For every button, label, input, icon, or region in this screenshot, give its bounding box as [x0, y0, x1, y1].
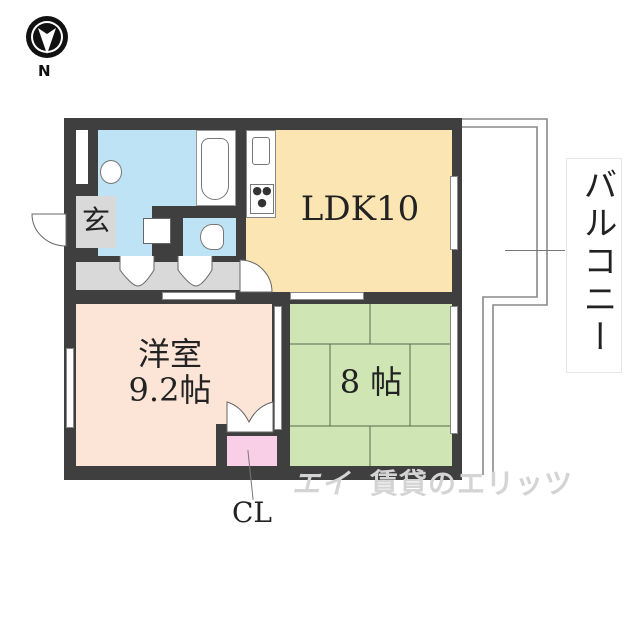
sliding-door-ldk-tatami[interactable]: [290, 292, 364, 300]
balcony-leader-line: [505, 250, 565, 251]
entrance-door[interactable]: [30, 212, 70, 248]
ldk-door[interactable]: [238, 258, 274, 294]
bathtub-icon: [201, 138, 229, 200]
tatami-label: 8 帖: [339, 363, 403, 401]
washing-machine-spot: [143, 218, 171, 244]
window-western-west[interactable]: [66, 348, 74, 428]
watermark: 賃貸のエリッツ: [370, 467, 574, 500]
western-label-line2: 9.2帖: [128, 371, 212, 409]
window-tatami-east[interactable]: [450, 306, 458, 434]
entrance-label: 玄: [81, 204, 110, 237]
washroom-2: [152, 130, 196, 206]
room-ldk: [246, 130, 452, 292]
balcony-label: バルコニー: [577, 167, 617, 357]
hallway-doors[interactable]: [118, 256, 218, 290]
entrance: [76, 196, 116, 248]
stove-icon: ●●●: [250, 184, 274, 214]
sliding-door-hall-western[interactable]: [162, 292, 236, 300]
window-ldk-east[interactable]: [450, 176, 458, 250]
closet[interactable]: [227, 436, 277, 466]
ldk-label: LDK10: [300, 189, 420, 229]
closet-label: CL: [231, 496, 273, 529]
toilet-icon: [200, 224, 224, 250]
sink-icon: [252, 137, 270, 165]
balcony-outline: [457, 118, 548, 483]
closet-doors[interactable]: [225, 398, 277, 434]
watermark-logo: エイ: [292, 467, 351, 500]
balcony-label-box: バルコニー: [566, 158, 622, 373]
compass: N: [24, 14, 70, 80]
storage-shelf: [76, 130, 88, 184]
western-label-line1: 洋室: [137, 335, 202, 373]
washbasin-icon: [100, 160, 122, 184]
hallway: [76, 262, 240, 290]
compass-label: N: [38, 62, 51, 80]
sliding-door-western-tatami[interactable]: [274, 306, 282, 430]
north-arrow-icon: [26, 16, 68, 58]
room-tatami: [290, 304, 452, 466]
tatami-mats: [290, 304, 452, 466]
